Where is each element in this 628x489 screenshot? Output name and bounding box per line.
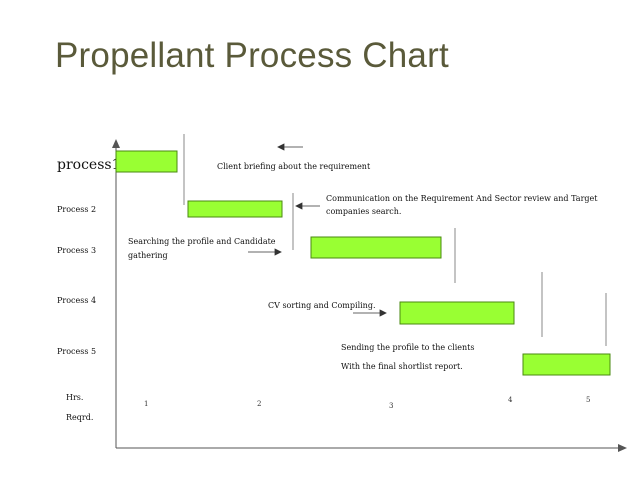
annotation-sending-line1: Sending the profile to the clients bbox=[341, 343, 474, 352]
annotation-client-briefing: Client briefing about the requirement bbox=[217, 162, 371, 171]
row-label-process3: Process 3 bbox=[57, 246, 96, 255]
x-tick-label: 3 bbox=[389, 402, 393, 410]
annotation-arrow-3 bbox=[248, 248, 282, 256]
task-bar-process3 bbox=[310, 236, 442, 259]
annotation-cv-sorting: CV sorting and Compiling. bbox=[268, 301, 376, 310]
row-label-process4: Process 4 bbox=[57, 296, 96, 305]
row-label-process2: Process 2 bbox=[57, 205, 96, 214]
annotation-arrow-1 bbox=[277, 143, 303, 151]
annotation-sending-line2: With the final shortlist report. bbox=[341, 362, 463, 371]
x-tick-label: 5 bbox=[586, 396, 590, 404]
annotation-searching-line2: gathering bbox=[128, 251, 168, 260]
row-label-process5: Process 5 bbox=[57, 347, 96, 356]
task-bar-process5 bbox=[522, 353, 611, 376]
x-tick-label: 1 bbox=[144, 400, 148, 408]
task-bar-process4 bbox=[399, 301, 515, 325]
annotation-communication-line1: Communication on the Requirement And Sec… bbox=[326, 194, 598, 203]
task-bar-process1 bbox=[115, 150, 178, 173]
x-tick-label: 2 bbox=[257, 400, 261, 408]
annotation-communication-line2: companies search. bbox=[326, 207, 401, 216]
x-axis-unit-line2: Reqrd. bbox=[66, 413, 93, 422]
annotation-searching-line1: Searching the profile and Candidate bbox=[128, 237, 276, 246]
x-axis-arrowhead bbox=[618, 444, 627, 452]
x-tick-label: 4 bbox=[508, 396, 513, 404]
row-label-process1: process1 bbox=[57, 157, 121, 173]
annotation-arrow-2 bbox=[295, 202, 320, 210]
task-bar-process2 bbox=[187, 200, 283, 218]
x-axis-unit-line1: Hrs. bbox=[66, 393, 83, 402]
annotation-arrow-4 bbox=[353, 309, 387, 317]
y-axis-arrowhead bbox=[112, 139, 120, 148]
page-title: Propellant Process Chart bbox=[55, 36, 449, 75]
